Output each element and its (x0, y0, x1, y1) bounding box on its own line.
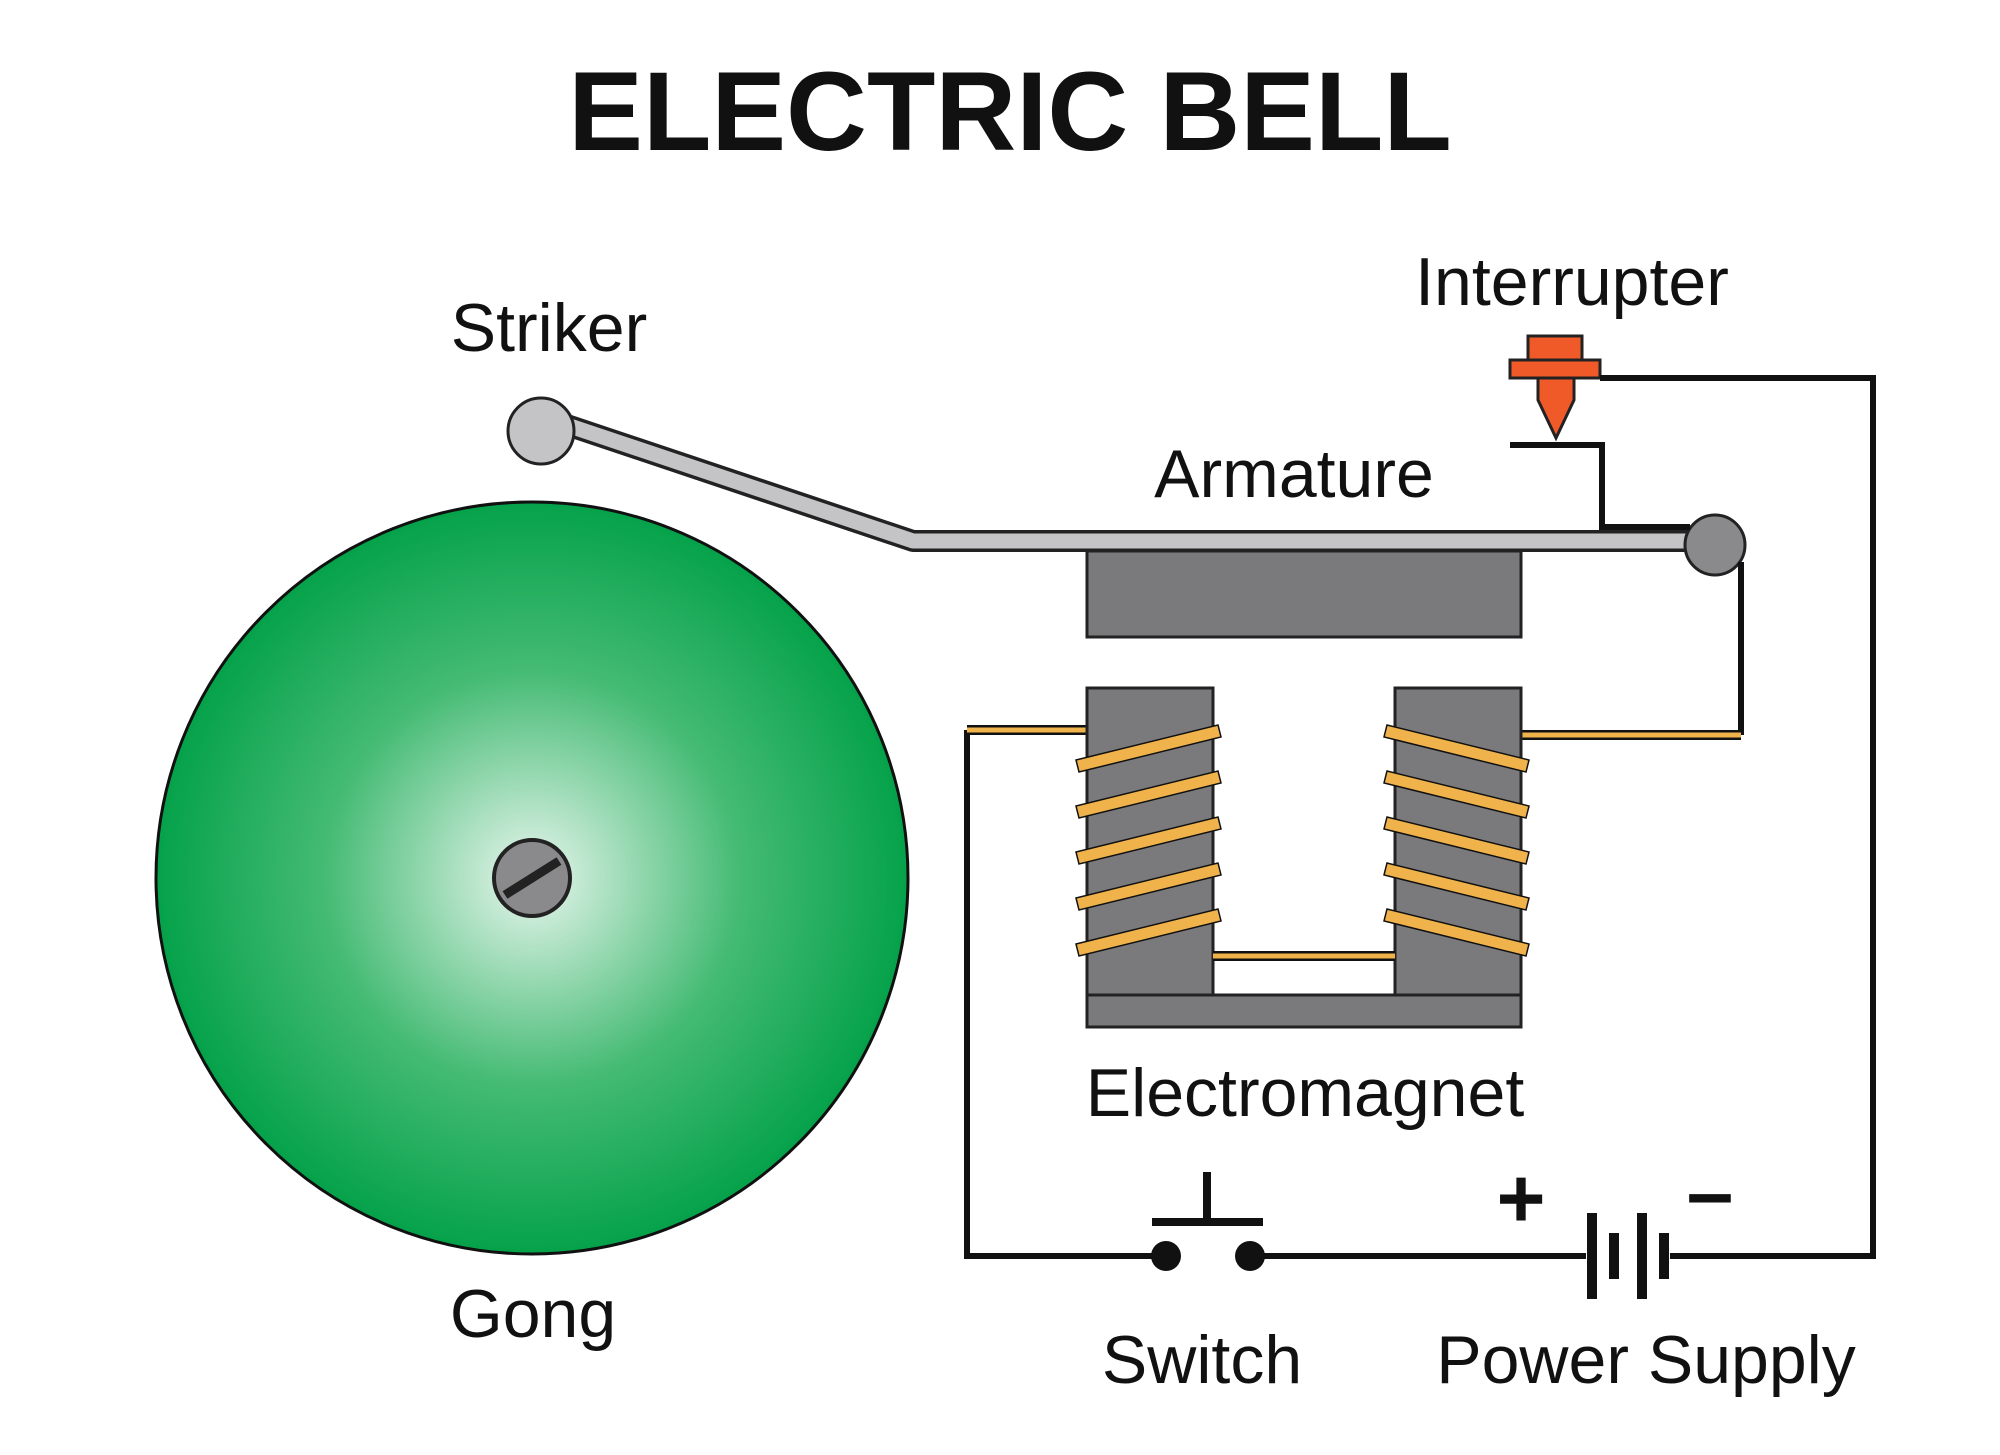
armature-pivot (1683, 513, 1747, 577)
page-title: ELECTRIC BELL (568, 49, 1452, 174)
armature-block (1085, 549, 1523, 639)
label-gong: Gong (450, 1276, 616, 1352)
label-switch: Switch (1102, 1322, 1302, 1398)
circuit-wire-right (1600, 375, 1876, 1259)
battery-icon (1587, 1213, 1669, 1299)
battery-positive-sign: + (1496, 1151, 1545, 1245)
electromagnet (1075, 686, 1530, 1029)
label-striker: Striker (451, 290, 647, 366)
contact-spring (1510, 442, 1690, 530)
battery-negative-sign: – (1687, 1145, 1734, 1239)
circuit-wire-left (964, 730, 1166, 1259)
interrupter-screw-icon (1508, 334, 1602, 442)
label-armature: Armature (1154, 436, 1434, 512)
coil-right (1383, 724, 1530, 957)
label-interrupter: Interrupter (1415, 244, 1729, 320)
gong-screw-icon (492, 838, 572, 918)
striker-ball (506, 396, 576, 466)
label-power-supply: Power Supply (1436, 1322, 1856, 1398)
push-switch-icon (1151, 1172, 1265, 1271)
striker (506, 396, 1695, 552)
label-electromagnet: Electromagnet (1086, 1055, 1525, 1131)
coil-left (1075, 724, 1222, 957)
gong (154, 500, 910, 1256)
electromagnet-base (1085, 993, 1523, 1029)
